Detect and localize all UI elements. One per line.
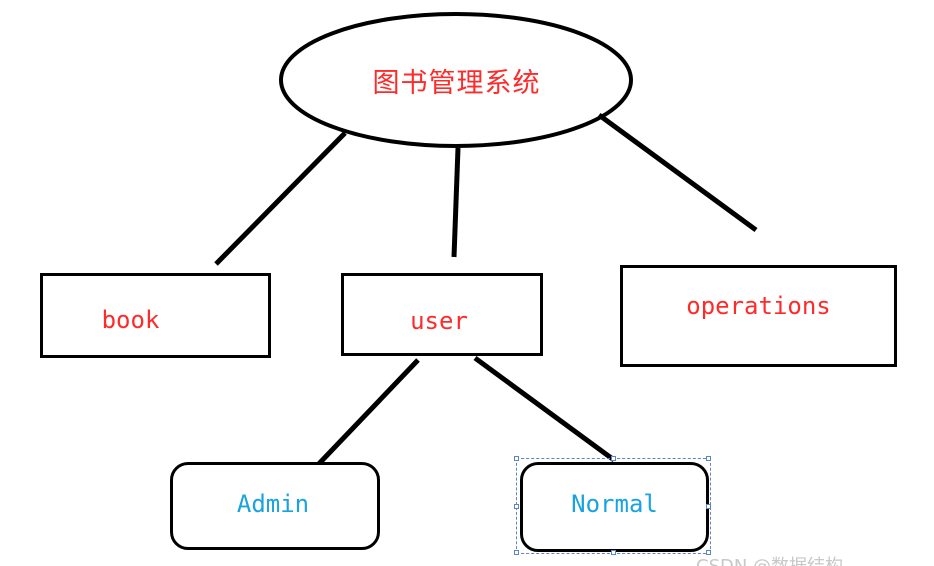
- node-user[interactable]: user: [341, 273, 543, 356]
- node-operations[interactable]: operations: [620, 265, 897, 367]
- node-admin[interactable]: Admin: [170, 462, 380, 550]
- edge-root-operations: [597, 112, 758, 233]
- edge-user-normal: [473, 355, 616, 463]
- node-user-label: user: [410, 306, 468, 335]
- selection-handle-top-middle[interactable]: [611, 456, 616, 461]
- node-normal-label: Normal: [571, 490, 658, 518]
- edge-user-admin: [310, 358, 420, 473]
- root-node-label: 图书管理系统: [372, 67, 541, 99]
- selection-handle-bottom-left[interactable]: [514, 550, 519, 555]
- selection-handle-bottom-right[interactable]: [706, 550, 711, 555]
- node-book[interactable]: book: [40, 273, 271, 358]
- edge-root-user: [451, 147, 461, 258]
- selection-handle-top-right[interactable]: [706, 456, 711, 461]
- watermark-text: CSDN @数据结构: [696, 552, 843, 566]
- selection-handle-middle-left[interactable]: [514, 504, 519, 509]
- node-admin-label: Admin: [236, 490, 310, 518]
- selection-handle-bottom-middle[interactable]: [611, 550, 616, 555]
- node-book-label: book: [101, 305, 160, 334]
- node-normal[interactable]: Normal: [520, 462, 709, 552]
- node-operations-label: operations: [686, 292, 831, 320]
- root-ellipse: [279, 12, 633, 148]
- selection-handle-middle-right[interactable]: [706, 504, 711, 509]
- selection-handle-top-left[interactable]: [514, 456, 519, 461]
- edge-root-book: [214, 131, 347, 266]
